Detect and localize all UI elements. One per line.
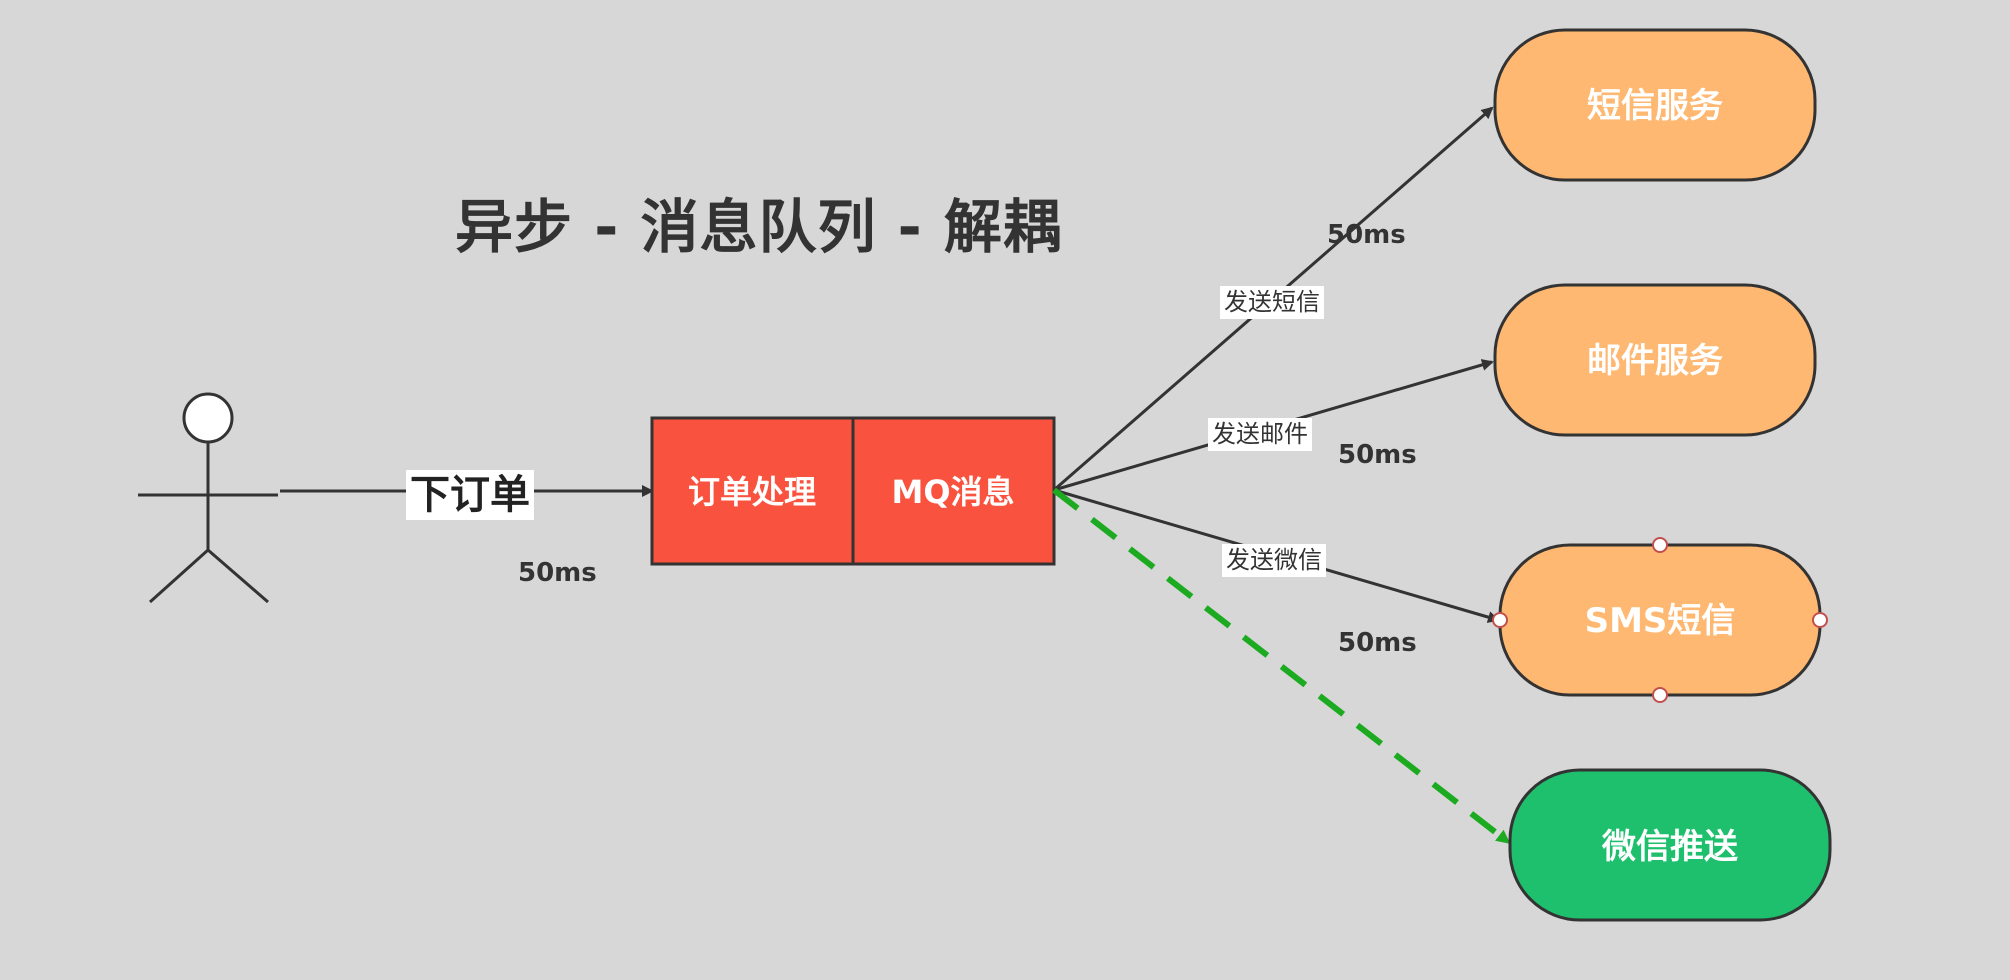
actor-leg-right xyxy=(207,548,269,604)
wechat-push-node xyxy=(1508,768,1832,922)
edge-label-send-wechat: 发送微信 xyxy=(1222,544,1326,577)
mail-service-latency: 50ms xyxy=(1338,440,1417,470)
sms-service-node xyxy=(1493,28,1817,182)
wechat-push-label: 微信推送 xyxy=(1602,827,1738,867)
actor-head xyxy=(182,392,234,444)
sms-message-latency: 50ms xyxy=(1338,628,1417,658)
dashed-arrow-to-wechat xyxy=(1052,487,1511,845)
order-processing-label: 订单处理 xyxy=(687,473,817,511)
order-latency: 50ms xyxy=(518,558,597,588)
mq-message-box xyxy=(851,416,1056,566)
handle-right[interactable] xyxy=(1812,612,1828,628)
sms-service-latency: 50ms xyxy=(1327,220,1406,250)
handle-left[interactable] xyxy=(1492,612,1508,628)
selection-handles[interactable] xyxy=(1492,537,1828,703)
edge-label-send-sms: 发送短信 xyxy=(1220,286,1324,319)
edge-label-send-mail: 发送邮件 xyxy=(1208,418,1312,451)
diagram-title: 异步 - 消息队列 - 解耦 xyxy=(455,193,1062,261)
queue-box xyxy=(650,416,1056,566)
user-actor xyxy=(138,392,278,604)
handle-top[interactable] xyxy=(1652,537,1668,553)
mail-service-label: 邮件服务 xyxy=(1587,341,1723,381)
mail-service-node xyxy=(1493,283,1817,437)
order-processing-box xyxy=(650,416,855,566)
handle-bottom[interactable] xyxy=(1652,687,1668,703)
sms-message-label: SMS短信 xyxy=(1584,601,1736,641)
order-edge-label: 下订单 xyxy=(406,470,534,520)
sms-service-label: 短信服务 xyxy=(1587,86,1723,126)
actor-leg-left xyxy=(148,548,210,604)
mq-message-label: MQ消息 xyxy=(891,473,1015,511)
